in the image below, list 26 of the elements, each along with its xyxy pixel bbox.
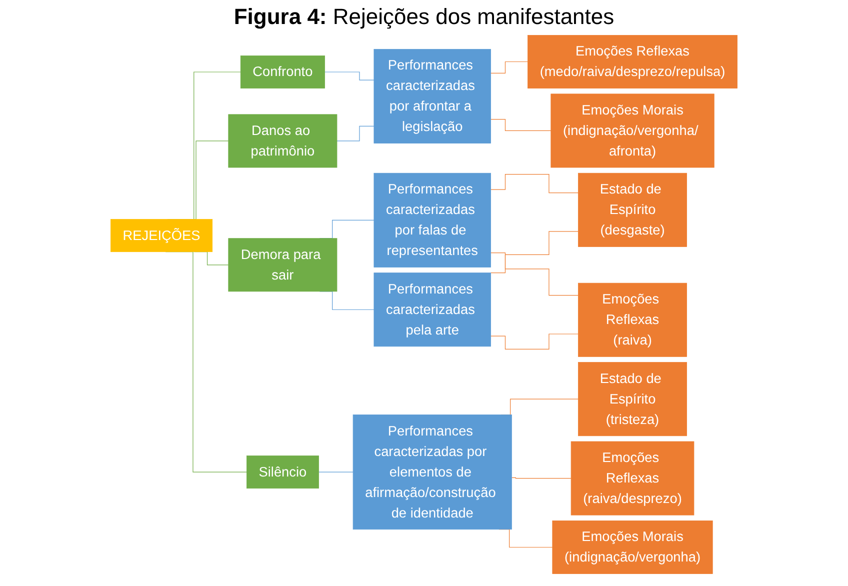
node-box: Performances caracterizadas por falas de representantes — [374, 172, 491, 268]
node-box: Estado de Espírito (desgaste) — [578, 172, 687, 247]
connector — [490, 252, 579, 296]
node-box: Emoções Reflexas (raiva/desprezo) — [570, 441, 694, 516]
node-box: Emoções Morais (indignação/vergonha/ afronta) — [550, 94, 714, 168]
figure-title: Figura 4: Rejeições dos manifestantes — [232, 4, 616, 30]
node-box: Demora para sair — [228, 238, 338, 292]
connector — [336, 126, 374, 142]
node-box: Performances caracterizadas pela arte — [374, 272, 491, 347]
node-box: Performances caracterizadas por afrontar a legislação — [374, 48, 491, 144]
node-box: Emoções Reflexas (medo/raiva/desprezo/repulsa) — [528, 35, 738, 88]
node-box: Emoções Reflexas (raiva) — [578, 282, 687, 357]
node-box: Emoções Morais (indignação/vergonha) — [552, 520, 713, 574]
connector — [490, 174, 579, 194]
connector — [324, 72, 374, 80]
node-box: Confronto — [240, 56, 325, 88]
connector — [490, 61, 528, 74]
node-box: Silêncio — [246, 456, 319, 489]
connector — [511, 477, 572, 479]
node-box: Performances caracterizadas por elementos de afirmação/construção de identidade — [352, 414, 512, 530]
node-box: REJEIÇÕES — [110, 219, 213, 252]
connector — [490, 118, 552, 131]
node-box: Estado de Espírito (tristeza) — [578, 362, 687, 436]
connector — [490, 334, 579, 350]
node-box: Danos ao patrimônio — [228, 114, 338, 168]
connector — [490, 231, 579, 274]
